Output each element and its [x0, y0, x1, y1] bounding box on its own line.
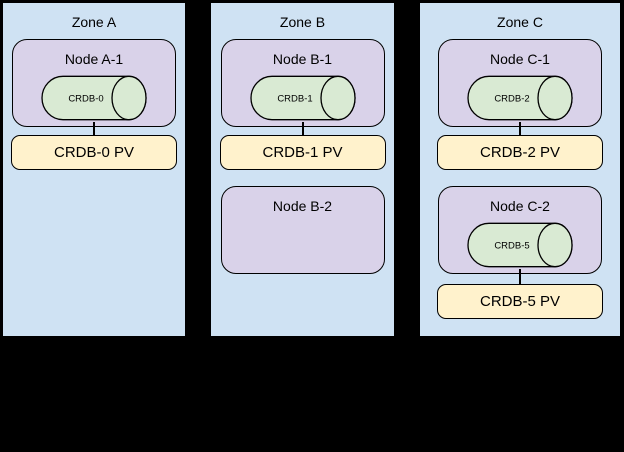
connector-line	[93, 122, 95, 137]
crdb-5-label: CRDB-5	[494, 241, 529, 252]
crdb-5-cylinder-icon: CRDB-5	[467, 222, 573, 268]
node-b-2-label: Node B-2	[272, 198, 333, 214]
zone-a-label: Zone A	[71, 14, 117, 30]
node-c-2-label: Node C-2	[490, 198, 550, 214]
node-b-1-label: Node B-1	[272, 51, 333, 67]
crdb-1-cylinder-icon: CRDB-1	[249, 75, 356, 121]
node-b-2: Node B-2	[220, 186, 385, 274]
zone-b-label: Zone B	[279, 14, 326, 30]
pv-crdb-0: CRDB-0 PV	[11, 135, 177, 170]
connector-line	[519, 122, 521, 137]
node-c-2: Node C-2 CRDB-5	[438, 186, 602, 274]
zone-b: Zone B Node B-1 CRDB-1 CRDB-1 PV Node B-…	[209, 1, 396, 338]
zone-a: Zone A Node A-1 CRDB-0 CRDB-0 PV	[1, 1, 187, 338]
crdb-2-cylinder-icon: CRDB-2	[467, 75, 573, 121]
node-b-1: Node B-1 CRDB-1	[220, 39, 385, 127]
zone-c: Zone C Node C-1 CRDB-2 CRDB-2 PV Node C-…	[418, 1, 622, 338]
pv-crdb-5: CRDB-5 PV	[437, 284, 603, 319]
crdb-0-cylinder-icon: CRDB-0	[41, 75, 147, 121]
pv-crdb-2: CRDB-2 PV	[437, 135, 603, 170]
node-a-1-label: Node A-1	[64, 51, 124, 67]
zone-c-label: Zone C	[497, 14, 543, 30]
crdb-2-label: CRDB-2	[494, 94, 529, 105]
node-c-1-label: Node C-1	[490, 51, 550, 67]
node-c-1: Node C-1 CRDB-2	[438, 39, 602, 127]
node-a-1: Node A-1 CRDB-0	[12, 39, 176, 127]
pv-crdb-5-label: CRDB-5 PV	[479, 293, 561, 310]
connector-line	[519, 269, 521, 284]
pv-crdb-2-label: CRDB-2 PV	[479, 144, 561, 161]
crdb-0-label: CRDB-0	[68, 94, 103, 105]
crdb-1-label: CRDB-1	[277, 94, 312, 105]
pv-crdb-1-label: CRDB-1 PV	[262, 144, 343, 161]
connector-line	[301, 122, 304, 137]
pv-crdb-1: CRDB-1 PV	[219, 135, 386, 170]
pv-crdb-0-label: CRDB-0 PV	[53, 144, 135, 161]
